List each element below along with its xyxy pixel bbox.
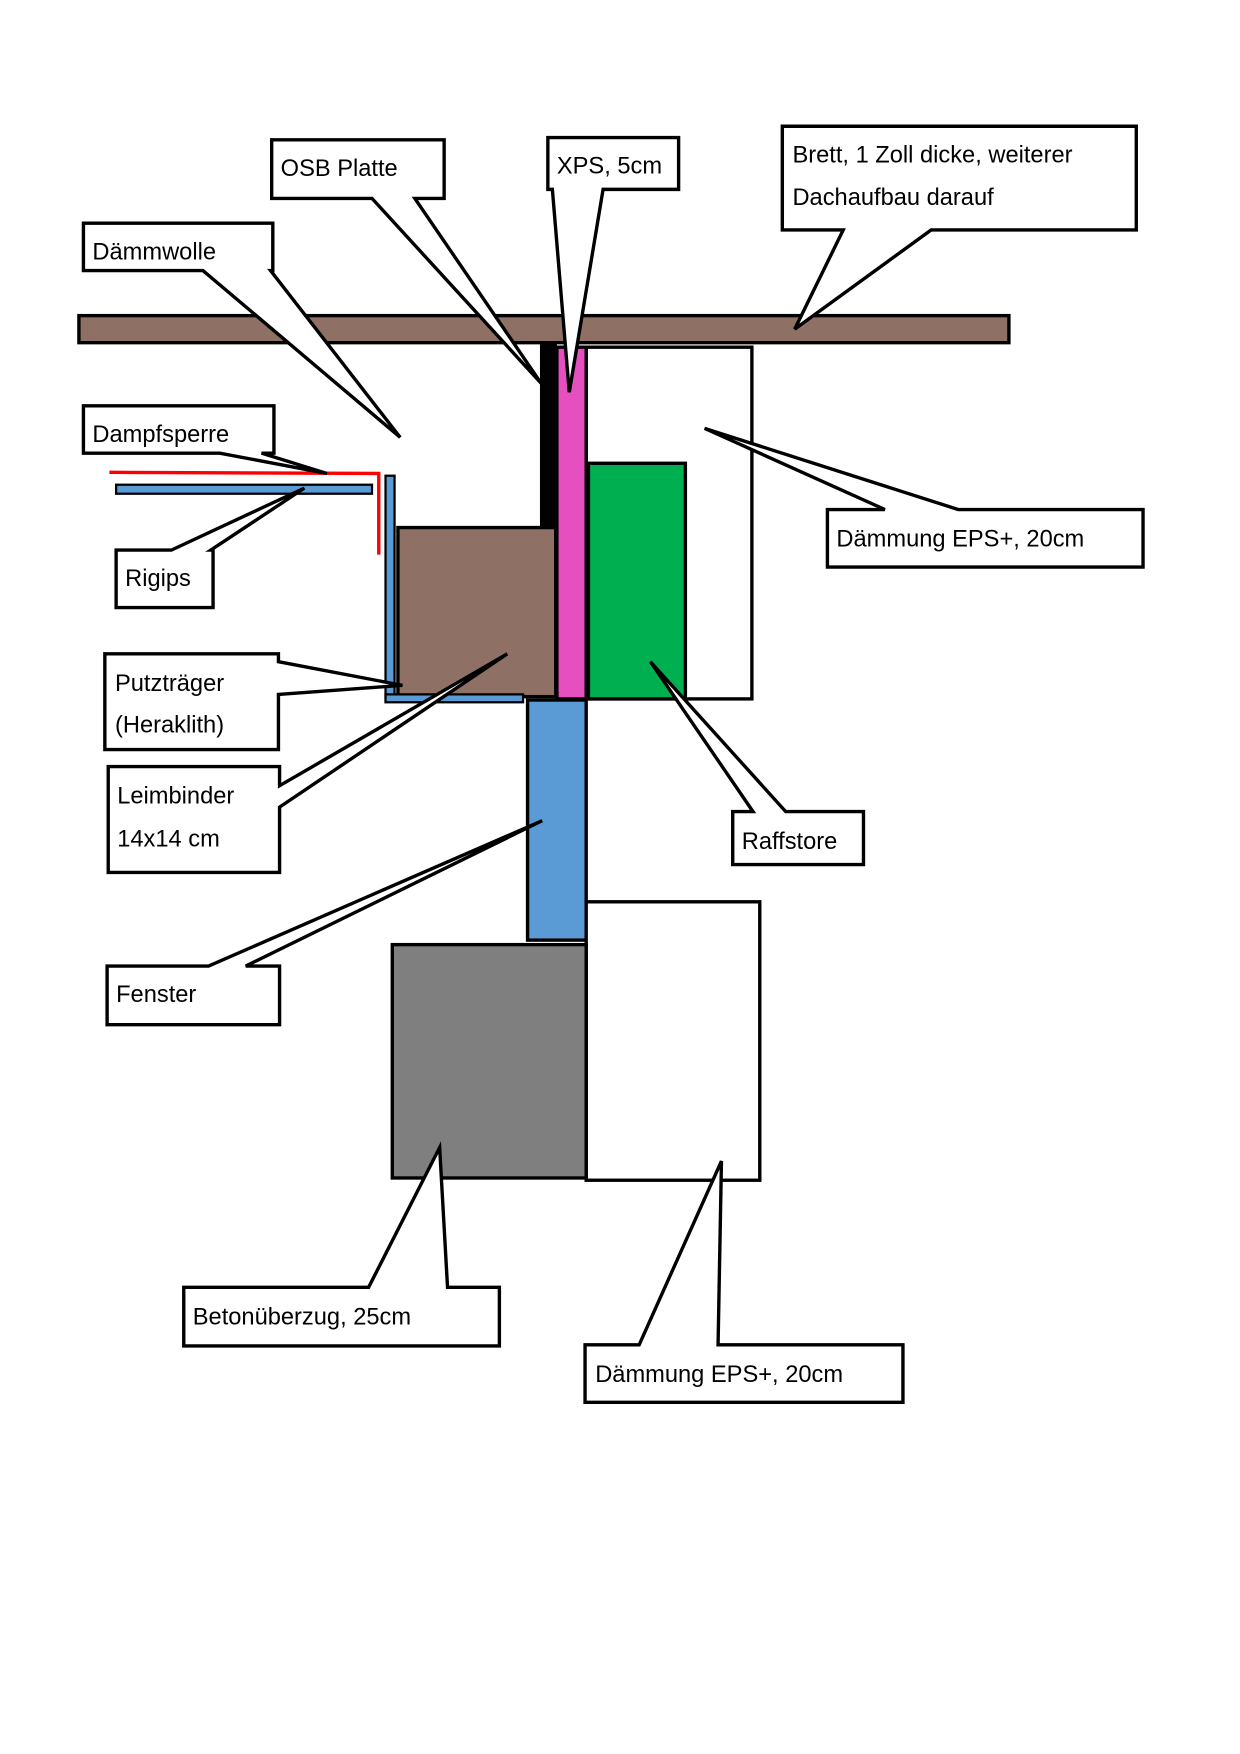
callout-osb: OSB Platte	[269, 138, 543, 385]
callout-daemmung-bottom: Dämmung EPS+, 20cm	[583, 1160, 905, 1404]
brett-board	[77, 313, 1011, 345]
label-daemmung-top: Dämmung EPS+, 20cm	[836, 527, 1084, 553]
putztraeger-horizontal	[384, 693, 525, 704]
label-daemmwolle: Dämmwolle	[92, 239, 216, 265]
label-xps: XPS, 5cm	[557, 154, 662, 180]
label-dampfsperre: Dampfsperre	[92, 422, 229, 448]
callout-rigips: Rigips	[114, 486, 306, 610]
rigips-board	[114, 483, 374, 495]
callout-daemmwolle: Dämmwolle	[81, 221, 402, 439]
callout-raffstore: Raffstore	[649, 660, 866, 867]
eps-insulation-bottom	[584, 900, 762, 1182]
label-brett-line2: Dachaufbau darauf	[792, 185, 994, 211]
callout-putztraeger: Putzträger (Heraklith)	[103, 652, 403, 752]
label-fenster: Fenster	[116, 982, 196, 1008]
fenster-frame	[525, 698, 588, 942]
osb-plate	[539, 343, 557, 530]
label-putztraeger-line2: (Heraklith)	[115, 713, 224, 739]
beton-beam	[390, 942, 588, 1180]
label-putztraeger-line1: Putzträger	[115, 671, 224, 697]
label-osb: OSB Platte	[281, 156, 398, 182]
callout-brett: Brett, 1 Zoll dicke, weiterer Dachaufbau…	[780, 124, 1138, 331]
dampfsperre-line	[109, 470, 381, 555]
callout-fenster: Fenster	[105, 819, 543, 1027]
raffstore-box	[586, 461, 688, 701]
label-daemmung-bottom: Dämmung EPS+, 20cm	[595, 1362, 843, 1388]
label-raffstore: Raffstore	[742, 829, 838, 855]
label-leimbinder-line2: 14x14 cm	[117, 827, 220, 853]
label-brett-line1: Brett, 1 Zoll dicke, weiterer	[792, 142, 1072, 168]
callout-dampfsperre: Dampfsperre	[81, 404, 328, 476]
xps-insulation	[555, 345, 588, 701]
label-beton: Betonüberzug, 25cm	[193, 1305, 411, 1331]
callout-daemmung-top: Dämmung EPS+, 20cm	[703, 426, 1145, 569]
callout-leimbinder: Leimbinder 14x14 cm	[106, 652, 509, 875]
putztraeger-vertical	[384, 474, 396, 703]
leimbinder-beam	[396, 525, 558, 699]
label-rigips: Rigips	[125, 566, 191, 592]
callout-xps: XPS, 5cm	[546, 135, 681, 393]
label-leimbinder-line1: Leimbinder	[117, 784, 234, 810]
callout-beton: Betonüberzug, 25cm	[182, 1141, 502, 1348]
